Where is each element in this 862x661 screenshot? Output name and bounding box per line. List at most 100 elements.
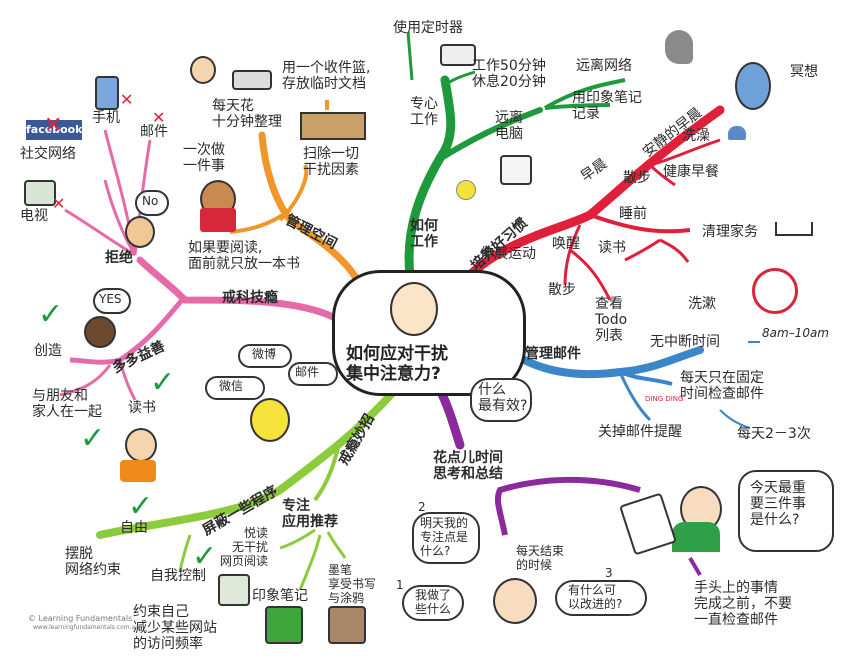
center-title-line1: 如何应对干扰 (346, 344, 448, 364)
turn-off-alerts: 关掉邮件提醒 (598, 424, 682, 440)
q3-number: 3 (605, 566, 613, 580)
wash-up: 洗漱 (688, 296, 716, 312)
q3-text: 有什么可 以改进的? (568, 583, 623, 611)
facebook-logo: facebook (26, 120, 83, 140)
read-book: 读书 (128, 400, 156, 416)
times-per-day: 每天2－3次 (737, 426, 811, 442)
housework: 清理家务 (702, 224, 758, 240)
create: 创造 (34, 343, 62, 359)
phone-cross-icon: ✕ (120, 90, 134, 109)
red-book-icon (200, 208, 236, 232)
yes-bubble (93, 288, 131, 314)
evernote-app-icon (265, 606, 303, 644)
evernote-record: 用印象笔记 记录 (572, 90, 642, 122)
freedom-check-icon: ✓ (128, 489, 154, 524)
mail-refuse: 邮件 (140, 124, 168, 140)
q2-text: 明天我的 专注点是 什么? (420, 516, 469, 558)
no-speech: No (142, 194, 159, 208)
branch-tech-addiction: 戒科技瘾 (222, 290, 278, 306)
refuse: 拒绝 (105, 250, 133, 266)
mail-cloud (288, 362, 338, 386)
no-computer-icon (752, 268, 798, 314)
read-check-icon: ✓ (150, 365, 176, 400)
organizing-person-icon (190, 56, 216, 84)
no-checking-email: 手头上的事情 完成之前，不要 一直检查邮件 (694, 580, 792, 628)
focus-apps: 专注 应用推荐 (282, 498, 338, 530)
end-of-day: 每天结束 的时候 (516, 544, 565, 572)
healthy-breakfast: 健康早餐 (663, 164, 719, 180)
smiley-icon (456, 180, 476, 200)
refusing-person-icon (125, 216, 155, 248)
weibo-cloud (238, 344, 292, 368)
q1-text: 我做了 些什么 (415, 588, 452, 616)
orange-book-icon (120, 460, 156, 482)
shower: 洗澡 (682, 128, 710, 144)
fixed-time-check: 每天只在固定 时间检查邮件 (680, 370, 764, 402)
center-title-line2: 集中注意力? (346, 364, 441, 384)
yes-speech: YES (99, 292, 122, 306)
self-control-desc: 约束自己 减少某些网站 的访问频率 (133, 604, 217, 652)
wechat-cloud (205, 376, 265, 400)
q3-bubble (555, 580, 647, 616)
clear-distractions: 扫除一切 干扰因素 (303, 146, 359, 178)
timer-icon (440, 44, 476, 66)
credit-url: www.learningfundamentals.com.au (33, 624, 140, 631)
evernote-app: 印象笔记 (252, 588, 308, 604)
evernote-elephant-icon (665, 30, 693, 64)
thinking-person-icon (493, 578, 537, 624)
before-sleep: 睡前 (619, 206, 647, 222)
what-works: 什么 最有效? (478, 382, 528, 414)
phone: 手机 (92, 110, 120, 126)
wake-up: 唤醒 (552, 236, 580, 252)
mail-cross-icon: ✕ (152, 108, 166, 127)
check-todo: 查看 Todo 列表 (595, 296, 628, 344)
inkpen-app: 墨笔 享受书写 与涂鸦 (328, 563, 377, 605)
create-check-icon: ✓ (38, 297, 64, 332)
mail-distraction: 邮件 (295, 365, 320, 379)
freedom-app: 自由 (120, 520, 148, 536)
walk-morning: 散步 (623, 170, 651, 186)
desk-icon (300, 112, 366, 140)
paper-stack-icon (232, 70, 272, 90)
meditating-person-icon (735, 62, 771, 110)
top3-bubble (738, 470, 834, 552)
meditate: 冥想 (790, 64, 818, 80)
stretch: 伸展运动 (480, 246, 536, 262)
away-from-pc: 远离 电脑 (495, 110, 523, 142)
overwhelmed-person-icon (250, 398, 290, 442)
one-book-only: 如果要阅读, 面前就只放一本书 (188, 240, 300, 272)
walk: 散步 (548, 282, 576, 298)
ten-minutes-tidy: 每天花 十分钟整理 (212, 98, 282, 130)
q2-bubble (412, 512, 480, 564)
shower-head-icon (728, 126, 746, 140)
weibo: 微博 (252, 347, 277, 361)
ding-icon: DING DING (645, 395, 684, 403)
one-thing-at-a-time: 一次做 一件事 (183, 142, 225, 174)
center-topic: 如何应对干扰 集中注意力? (346, 344, 448, 384)
no-bubble (135, 190, 169, 216)
friends-check-icon: ✓ (80, 421, 106, 456)
green-shirt (672, 522, 720, 552)
tv-cross-icon: ✕ (52, 194, 66, 213)
smiling-person-icon (84, 316, 116, 348)
tv: 电视 (20, 208, 48, 224)
branch-manage-mail: 管理邮件 (525, 346, 581, 362)
q1-number: 1 (396, 578, 404, 592)
read-habit: 读书 (598, 240, 626, 256)
what-works-cloud (470, 378, 532, 422)
time-range: 8am–10am (762, 326, 829, 340)
q1-bubble (402, 585, 464, 621)
social-network: 社交网络 (20, 146, 76, 162)
branch-how-to-work: 如何 工作 (410, 218, 438, 250)
top3-question: 今天最重 要三件事 是什么? (750, 480, 806, 528)
readability-app: 悦读 无干扰 网页阅读 (220, 526, 269, 568)
tv-icon (24, 180, 56, 206)
readability-app-icon (218, 574, 250, 606)
no-interrupt-time: 无中断时间 (650, 334, 720, 350)
stressed-person-icon (390, 282, 438, 336)
focus-work: 专心 工作 (410, 96, 438, 128)
self-control-check-icon: ✓ (192, 539, 218, 574)
q2-number: 2 (418, 500, 426, 514)
work-rest-ratio: 工作50分钟 休息20分钟 (472, 58, 546, 90)
